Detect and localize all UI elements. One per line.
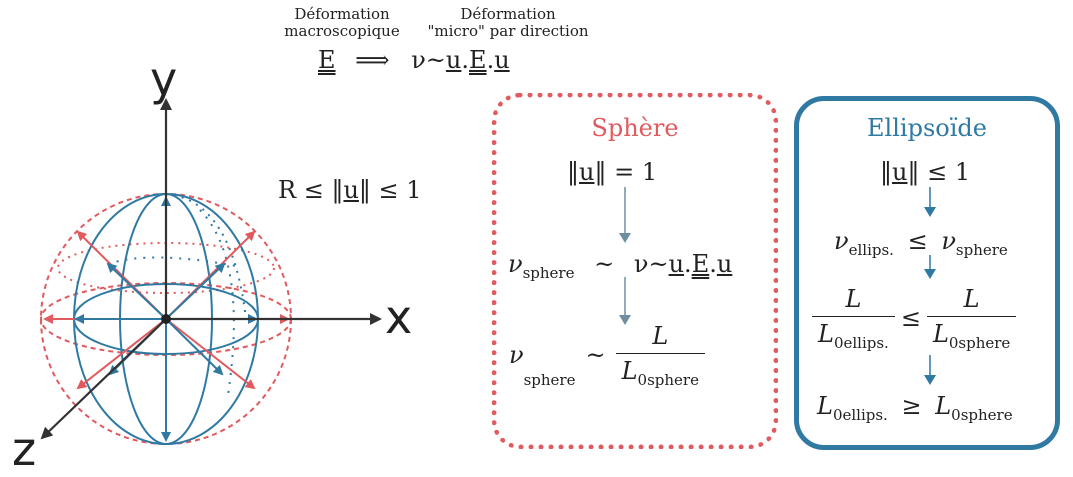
sphere-micro-prefix: ν~ [633, 250, 669, 278]
macro-deformation-label: Déformation macroscopique [282, 6, 402, 40]
sphere-nu-sub: sphere [522, 263, 575, 282]
ellipsoid-norm-lhs: ‖ [880, 158, 892, 186]
sphere-norm-u: u [579, 158, 595, 186]
sphere-norm-rhs: ‖ = 1 [594, 158, 658, 186]
sphere-micro-u2: u [716, 250, 733, 278]
header-formula: E ⟹ ν~u.E.u [318, 46, 510, 74]
ellipsoid-f1-den: L0ellips. [812, 316, 895, 352]
ellipsoid-nu-relation: νellips. ≤ νsphere [834, 227, 1008, 259]
ellipsoid-l-e-sub: 0ellips. [832, 405, 888, 424]
ellipsoid-geq: ≥ [901, 392, 922, 420]
sphere-nu2: ν [509, 341, 524, 370]
sphere-micro-E: E [691, 250, 710, 278]
axis-y-label: y [150, 52, 178, 106]
ellipsoid-norm-rhs: ‖ ≤ 1 [907, 158, 971, 186]
sphere-frac-num: L [652, 322, 669, 350]
coordinate-axes [40, 98, 382, 440]
micro-label-line2: "micro" par direction [427, 22, 589, 40]
ellipsoid-f1-den-L: L [818, 320, 834, 348]
ellipsoid-l-s: L [935, 392, 952, 420]
ellipsoid-length-relation: L0ellips. ≥ L0sphere [817, 392, 1013, 424]
sphere-micro-dot1: . [684, 250, 692, 278]
range-lhs: R ≤ ‖ [278, 176, 344, 204]
micro-u2: u [494, 46, 510, 74]
micro-dot1: . [461, 46, 470, 74]
range-rhs: ‖ ≤ 1 [358, 176, 422, 204]
micro-dot2: . [486, 46, 495, 74]
ellipsoid-nu-e: ν [834, 227, 849, 255]
sphere-frac-den: L0sphere [615, 353, 705, 389]
sphere-norm-equation: ‖u‖ = 1 [567, 158, 657, 186]
sphere-norm-lhs: ‖ [567, 158, 579, 186]
ellipsoid-f2-num: L [963, 285, 980, 313]
ellipsoid-fraction-1: L L0ellips. [812, 285, 895, 352]
ellipsoid-f2-den-L: L [932, 320, 949, 348]
ellipsoid-leq2: ≤ [900, 304, 921, 333]
ellipsoid-norm-u: u [892, 158, 908, 186]
ellipsoid-box [794, 96, 1060, 450]
implies-symbol: ⟹ [355, 46, 390, 74]
ellipsoid-f2-den-sub: 0sphere [948, 333, 1011, 352]
sphere-micro-u1: u [668, 250, 685, 278]
ellipsoid-fraction-2: L L0sphere [926, 285, 1017, 352]
macro-strain-tensor: E [318, 46, 336, 74]
axis-z-label: z [12, 422, 37, 476]
sphere-nu2-sub: sphere [523, 370, 576, 389]
axis-x-label: x [385, 290, 413, 344]
ellipsoid-f1-den-sub: 0ellips. [833, 333, 889, 352]
macro-label-line1: Déformation [294, 5, 390, 23]
origin-point [161, 314, 171, 324]
ellipsoid-norm-equation: ‖u‖ ≤ 1 [880, 158, 970, 186]
sphere-nu-relation: νsphere ~ ν~u.E.u [508, 250, 732, 282]
ellipsoid-f2-den: L0sphere [926, 316, 1017, 352]
sphere-box [492, 93, 778, 449]
ellipsoid-nu-s-sub: sphere [955, 240, 1008, 259]
ellipsoid-leq: ≤ [907, 227, 928, 255]
ellipsoid-box-title: Ellipsoïde [867, 114, 987, 142]
micro-deformation-label: Déformation "micro" par direction [408, 6, 608, 40]
micro-u1: u [445, 46, 462, 74]
sphere-frac-den-L: L [621, 357, 638, 385]
ellipsoid-flow-arrows [924, 187, 936, 385]
sphere-flow-arrows [619, 187, 631, 325]
macro-label-line2: macroscopique [284, 22, 400, 40]
ellipsoid-l-e: L [817, 392, 833, 420]
sphere-fraction: L L0sphere [615, 322, 705, 389]
sphere-frac-den-sub: 0sphere [637, 370, 699, 389]
ellipsoid-nu-s: ν [941, 227, 956, 255]
ellipsoid-f1-num: L [845, 285, 862, 313]
sphere-sim: ~ [594, 250, 615, 278]
micro-prefix: ν~ [411, 46, 446, 74]
ellipsoid-l-s-sub: 0sphere [951, 405, 1013, 424]
micro-label-line1: Déformation [460, 5, 556, 23]
sphere-box-title: Sphère [591, 114, 679, 142]
sphere-micro-dot2: . [709, 250, 717, 278]
sphere-sim2: ~ [585, 341, 606, 370]
ellipsoid-fraction-relation: L L0ellips. ≤ L L0sphere [812, 285, 1017, 352]
range-u: u [343, 176, 359, 204]
sphere-ellipsoid-figure [40, 98, 382, 445]
ellipsoid-nu-e-sub: ellips. [848, 240, 894, 259]
norm-range-label: R ≤ ‖u‖ ≤ 1 [278, 176, 422, 204]
micro-E: E [469, 46, 487, 74]
sphere-nu: ν [508, 250, 523, 278]
